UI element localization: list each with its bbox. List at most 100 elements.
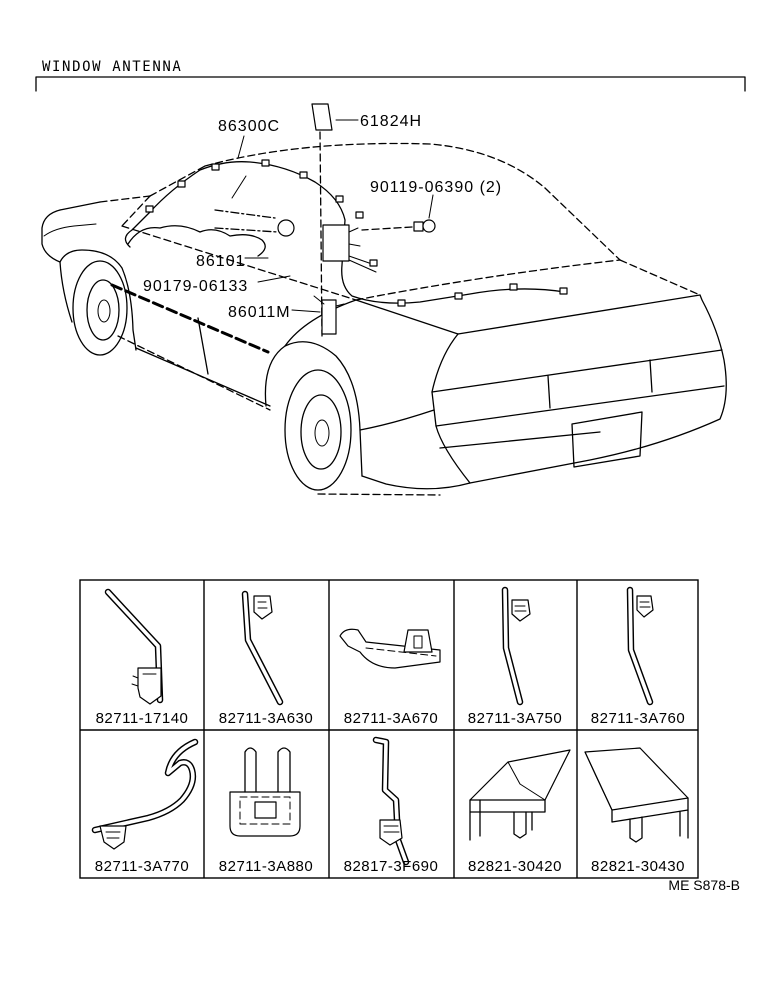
car-belt-line — [121, 225, 357, 301]
clip-block-prongs — [244, 747, 291, 793]
clip-82711-3a750-illustration — [501, 586, 531, 706]
car-roof-line — [204, 142, 546, 189]
car-tail-panel-side — [431, 333, 471, 484]
harness-clip — [299, 171, 308, 179]
car-front-hub — [97, 299, 111, 323]
clip-82711-3a670-illustration — [339, 628, 441, 669]
car-front-wheel-arch — [59, 249, 137, 351]
clip-fastener-teeth — [514, 605, 527, 612]
clip-rod-fill — [243, 592, 282, 704]
clip-fastener-teeth — [257, 601, 268, 609]
callout-86101[interactable]: 86101 — [196, 253, 246, 270]
clip-fastener — [137, 667, 162, 705]
antenna-guide-lines — [214, 209, 279, 233]
harness-clip — [335, 195, 344, 203]
part-number-82821-30420[interactable]: 82821-30420 — [468, 858, 562, 875]
car-rear-wheel-arch — [264, 341, 363, 477]
car-taillight-seams — [547, 359, 653, 409]
harness-clip — [454, 292, 463, 300]
harness-clip — [559, 287, 568, 295]
car-license-plate — [571, 411, 643, 468]
part-number-82711-3a880[interactable]: 82711-3A880 — [219, 858, 313, 875]
clip-rod-fill — [374, 738, 408, 864]
module-connector-leads — [348, 227, 377, 273]
clip-rod-fill — [628, 588, 652, 704]
part-number-82711-3a770[interactable]: 82711-3A770 — [95, 858, 189, 875]
car-taillight-bottom-line — [435, 385, 725, 427]
title-bracket-line — [35, 76, 746, 92]
part-number-82711-3a760[interactable]: 82711-3A760 — [591, 710, 685, 727]
illustration-code: ME S878-B — [668, 877, 740, 893]
bolt-locator-line — [361, 226, 413, 231]
module-connector — [369, 259, 378, 267]
clip-82711-3a760-illustration — [626, 586, 654, 706]
car-a-pillar-lower — [121, 195, 151, 227]
callout-90179-06133[interactable]: 90179-06133 — [143, 278, 248, 295]
car-front-nose — [41, 209, 61, 263]
car-front-lower-fender — [59, 261, 73, 323]
harness-clip — [145, 205, 154, 213]
clip-82711-3a770-illustration — [91, 738, 199, 850]
clip-bracket-hidden-line — [365, 647, 437, 657]
car-rear-tire — [284, 369, 352, 491]
car-illustration — [41, 142, 727, 496]
clip-82821-30420-illustration — [469, 749, 571, 841]
clip-82821-30430-illustration — [584, 747, 689, 843]
leader-lines — [231, 119, 434, 313]
car-side-molding — [110, 283, 270, 354]
part-number-82711-3a670[interactable]: 82711-3A670 — [344, 710, 438, 727]
car-underbody-line — [317, 493, 441, 496]
harness-clip — [509, 283, 518, 291]
harness-clip — [177, 180, 186, 188]
module-connector — [355, 211, 364, 219]
part-number-82817-3f690[interactable]: 82817-3F690 — [344, 858, 439, 875]
callout-61824h[interactable]: 61824H — [360, 113, 422, 130]
clip-fastener-teeth — [105, 831, 121, 839]
part-90119-bolt-washer — [422, 219, 436, 233]
clip-fastener-teeth — [131, 673, 157, 687]
clip-82711-17140-illustration — [104, 588, 164, 705]
part-number-82711-17140[interactable]: 82711-17140 — [96, 710, 189, 727]
callout-86011m[interactable]: 86011M — [228, 304, 291, 321]
car-front-rim — [86, 279, 120, 341]
part-86011m-bracket — [321, 299, 337, 335]
car-hood-rear-edge — [99, 195, 151, 203]
harness-clip — [261, 159, 270, 167]
window-antenna-element — [127, 225, 266, 257]
clip-fastener — [403, 629, 433, 653]
car-trunk-deck-line — [619, 259, 701, 296]
clip-retainer-legs — [513, 811, 533, 839]
part-86101-grommet — [277, 219, 295, 237]
clip-82817-3f690-illustration — [372, 736, 410, 866]
car-hood-front-edge — [59, 201, 101, 211]
callout-86300c[interactable]: 86300C — [218, 118, 280, 135]
part-number-82711-3a750[interactable]: 82711-3A750 — [468, 710, 562, 727]
antenna-cord-harness — [124, 161, 566, 304]
clip-retainer-edge — [584, 751, 613, 811]
clip-retainer-rails — [611, 797, 689, 839]
harness-clip — [211, 163, 220, 171]
car-rear-hub — [314, 419, 330, 447]
part-number-82711-3a630[interactable]: 82711-3A630 — [219, 710, 313, 727]
part-number-82821-30430[interactable]: 82821-30430 — [591, 858, 685, 875]
car-taillight-top-line — [431, 349, 723, 393]
car-rear-window-edge — [544, 187, 621, 261]
harness-clip — [397, 299, 406, 307]
leader-90119-06390 — [428, 194, 434, 219]
harness-clips — [145, 159, 568, 307]
leader-90179-06133 — [257, 275, 291, 283]
leader-86300c — [231, 135, 247, 199]
clip-parts-table — [79, 579, 699, 879]
clip-retainer-legs — [629, 816, 643, 843]
part-90119-bolt-head — [413, 221, 424, 232]
callout-90119-06390[interactable]: 90119-06390 (2) — [370, 179, 502, 196]
clip-82711-3a630-illustration — [241, 590, 284, 706]
car-rear-window-base — [355, 259, 621, 301]
clip-retainer-edge — [507, 761, 546, 801]
part-61824h-pad — [311, 103, 333, 131]
leader-86011m — [291, 309, 321, 313]
clip-fastener-window — [413, 635, 423, 649]
car-door-seam — [197, 317, 209, 375]
clip-bracket-body — [339, 628, 441, 669]
antenna-components — [124, 103, 568, 337]
